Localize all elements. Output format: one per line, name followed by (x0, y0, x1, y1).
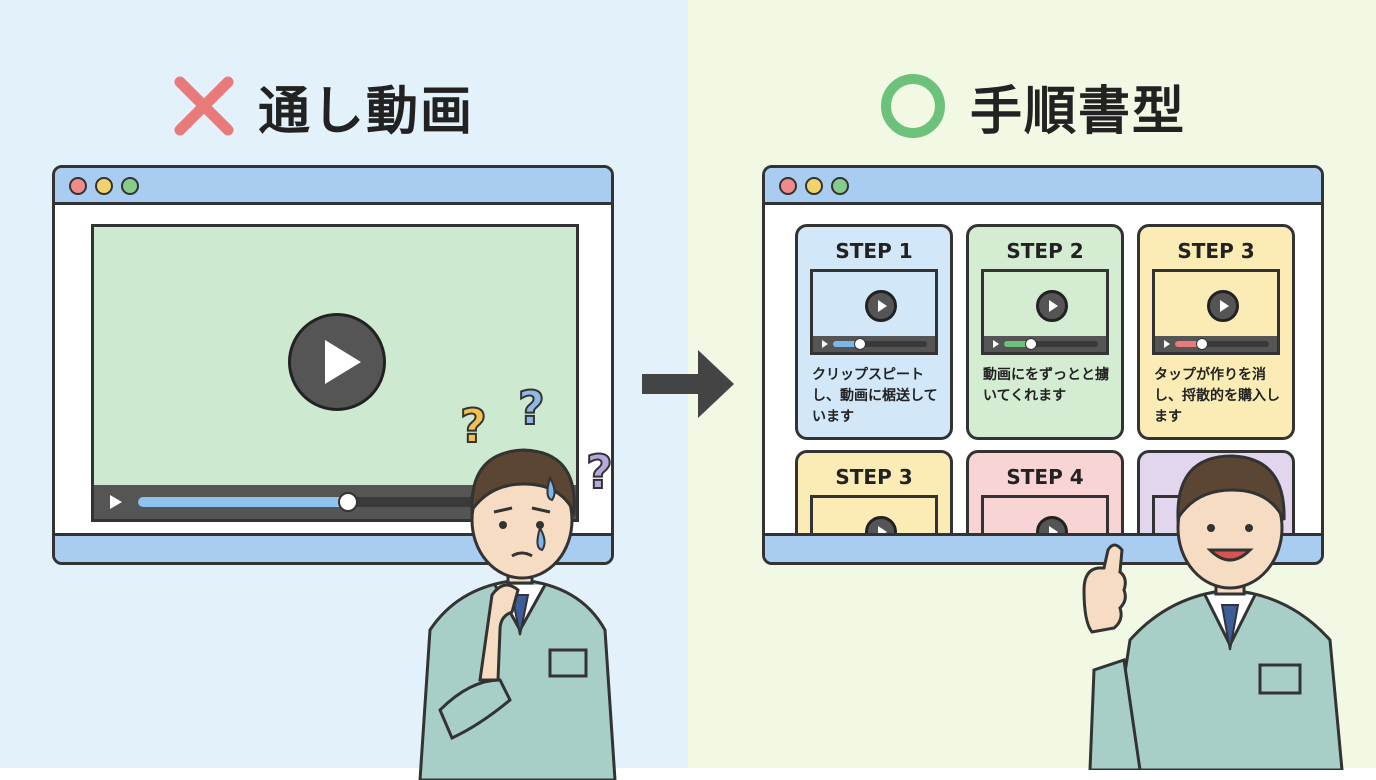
browser-titlebar (55, 168, 611, 205)
step-description: タップが作りを消し、捋散的を購入します (1154, 367, 1280, 425)
right-arrow-icon (642, 350, 734, 418)
step-card[interactable]: STEP 1 クリップスピートし、動画に椐送しています (795, 224, 953, 440)
play-icon (878, 300, 887, 312)
step-description: クリップスピートし、動画に椐送しています (812, 367, 938, 425)
circle-mark-icon (881, 74, 945, 138)
step-video-thumbnail[interactable] (1152, 269, 1280, 355)
question-mark-icon: ? (518, 381, 545, 435)
minimize-dot-icon[interactable] (95, 177, 113, 195)
step-label: STEP 3 (1177, 239, 1255, 263)
step-play-button[interactable] (1036, 290, 1068, 322)
step-play-button[interactable] (865, 290, 897, 322)
right-browser-window: STEP 1 クリップスピートし、動画に椐送しています STEP 2 動画にをずっとと… (762, 165, 1324, 565)
minimize-dot-icon[interactable] (805, 177, 823, 195)
seek-handle[interactable] (338, 492, 358, 512)
step-video-thumbnail[interactable] (810, 269, 938, 355)
left-browser-window (52, 165, 614, 565)
step-video-controls (984, 336, 1106, 352)
step-play-button[interactable] (1207, 290, 1239, 322)
step-label: STEP 2 (1006, 239, 1084, 263)
right-title: 手順書型 (970, 81, 1187, 142)
happy-worker-illustration (1082, 454, 1344, 770)
play-button[interactable] (288, 313, 386, 411)
close-dot-icon[interactable] (69, 177, 87, 195)
seek-progress (138, 497, 347, 507)
left-heading: 通し動画 (172, 68, 474, 144)
cross-mark-icon (174, 76, 234, 136)
step-video-controls (1155, 336, 1277, 352)
step-card[interactable]: STEP 3 タップが作りを消し、捋散的を購入します (1137, 224, 1295, 440)
close-dot-icon[interactable] (779, 177, 797, 195)
maximize-dot-icon[interactable] (831, 177, 849, 195)
step-label: STEP 4 (1006, 465, 1084, 489)
play-icon (1049, 300, 1058, 312)
play-icon (325, 340, 361, 384)
step-description: 動画にをずっとと擄いてくれます (983, 367, 1109, 404)
left-title: 通し動画 (258, 81, 475, 142)
step-label: STEP 3 (835, 465, 913, 489)
step-video-controls (813, 336, 935, 352)
question-mark-icon: ? (460, 399, 487, 453)
question-mark-icon: ? (586, 445, 613, 499)
step-video-thumbnail[interactable] (981, 269, 1109, 355)
browser-titlebar (765, 168, 1321, 205)
step-label: STEP 1 (835, 239, 913, 263)
seek-track[interactable] (138, 492, 556, 512)
control-play-icon[interactable] (102, 485, 132, 519)
confused-worker-illustration: ? ? ? (418, 380, 617, 780)
step-card[interactable]: STEP 2 動画にをずっとと擄いてくれます (966, 224, 1124, 440)
maximize-dot-icon[interactable] (121, 177, 139, 195)
right-heading: 手順書型 (878, 68, 1186, 144)
play-icon (1220, 300, 1229, 312)
